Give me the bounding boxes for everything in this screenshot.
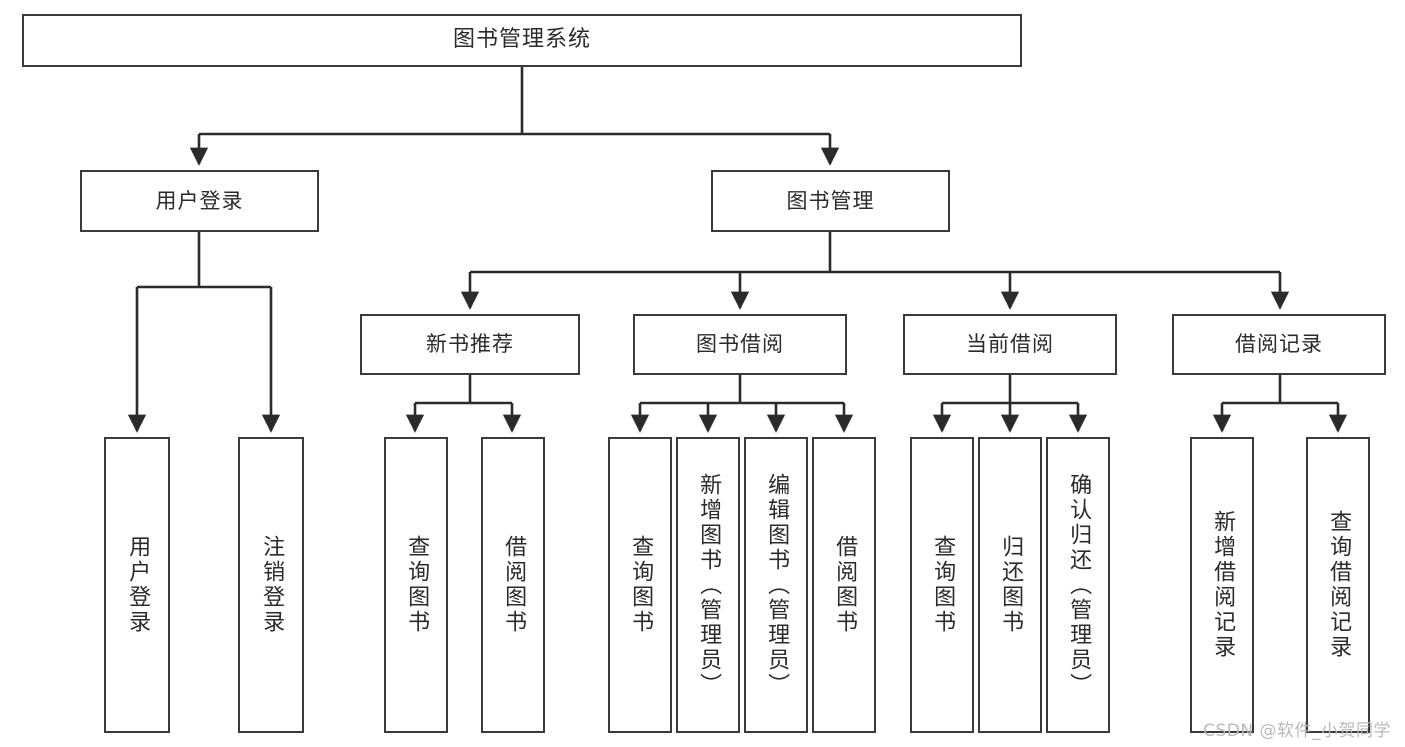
node-label: 查询借阅记录 <box>1326 510 1352 660</box>
node-label: 确认归还（管理员） <box>1066 472 1092 698</box>
leaf-logout[interactable]: 注销登录 <box>238 437 304 733</box>
node-label: 图书管理 <box>786 188 875 213</box>
leaf-add-book[interactable]: 新增图书（管理员） <box>676 437 740 733</box>
leaf-query-book-3[interactable]: 查询图书 <box>910 437 974 733</box>
leaf-return-book[interactable]: 归还图书 <box>978 437 1042 733</box>
leaf-query-book-2[interactable]: 查询图书 <box>608 437 672 733</box>
node-label: 归还图书 <box>998 535 1024 635</box>
node-label: 查询图书 <box>930 535 956 635</box>
node-new-book-rec[interactable]: 新书推荐 <box>360 314 580 375</box>
node-label: 新增图书（管理员） <box>696 472 722 698</box>
node-label: 用户登录 <box>155 188 244 213</box>
node-label: 新书推荐 <box>426 332 514 357</box>
node-book-manage[interactable]: 图书管理 <box>711 170 950 232</box>
node-book-borrow[interactable]: 图书借阅 <box>633 314 847 375</box>
node-label: 新增借阅记录 <box>1210 510 1236 660</box>
leaf-borrow-book-1[interactable]: 借阅图书 <box>481 437 545 733</box>
node-label: 图书借阅 <box>696 332 784 357</box>
node-label: 编辑图书（管理员） <box>764 472 790 698</box>
leaf-borrow-book-2[interactable]: 借阅图书 <box>812 437 876 733</box>
leaf-user-login[interactable]: 用户登录 <box>104 437 170 733</box>
leaf-edit-book[interactable]: 编辑图书（管理员） <box>744 437 808 733</box>
leaf-query-book-1[interactable]: 查询图书 <box>384 437 448 733</box>
node-current-borrow[interactable]: 当前借阅 <box>903 314 1117 375</box>
node-label: 查询图书 <box>628 535 654 635</box>
node-label: 图书管理系统 <box>452 27 591 53</box>
node-root-system[interactable]: 图书管理系统 <box>22 14 1022 67</box>
node-label: 借阅记录 <box>1235 332 1323 357</box>
node-borrow-record[interactable]: 借阅记录 <box>1172 314 1386 375</box>
node-user-login[interactable]: 用户登录 <box>80 170 319 232</box>
node-label: 注销登录 <box>259 535 285 635</box>
node-label: 当前借阅 <box>966 332 1054 357</box>
node-label: 借阅图书 <box>832 535 858 635</box>
node-label: 借阅图书 <box>501 535 527 635</box>
leaf-confirm-return[interactable]: 确认归还（管理员） <box>1046 437 1110 733</box>
leaf-query-record[interactable]: 查询借阅记录 <box>1306 437 1370 733</box>
watermark-text: CSDN @软件_小贺同学 <box>1203 721 1391 741</box>
node-label: 查询图书 <box>404 535 430 635</box>
node-label: 用户登录 <box>125 535 151 635</box>
leaf-add-record[interactable]: 新增借阅记录 <box>1190 437 1254 733</box>
